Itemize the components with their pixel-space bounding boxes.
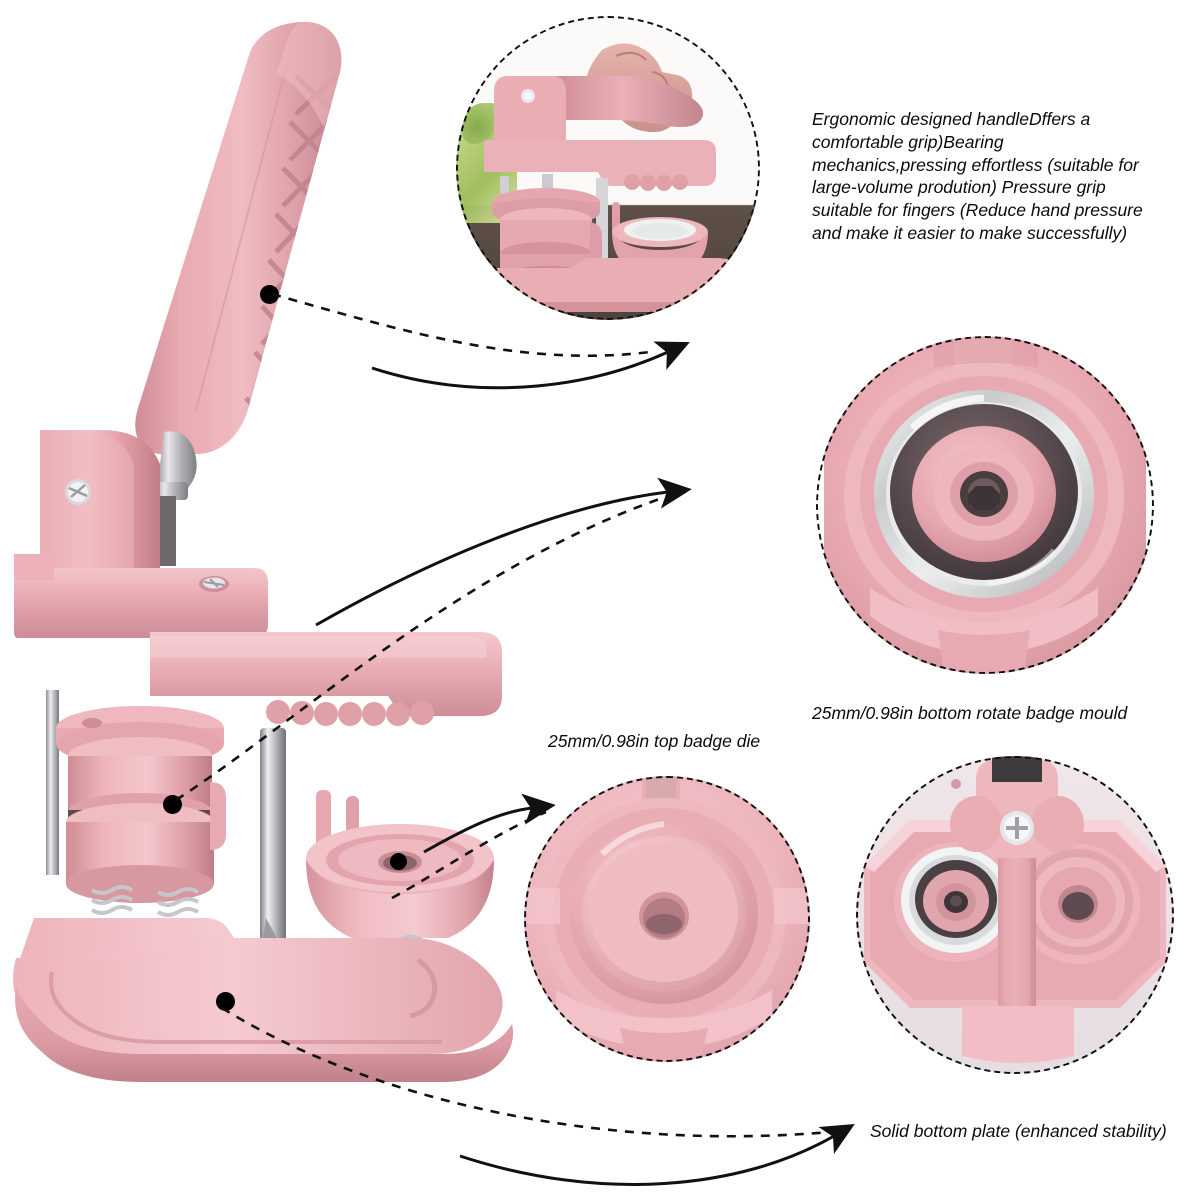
machine-pivot-head (14, 418, 274, 718)
inset-top-badge-die-macro (816, 336, 1154, 674)
callout-text-ergonomic-handle: Ergonomic designed handleDffers a comfor… (812, 109, 1148, 243)
callout-text-top-badge-die: 25mm/0.98in top badge die (548, 731, 761, 751)
top-badge-die-assembly (40, 690, 270, 960)
callout-text-bottom-rotate-badge-mould: 25mm/0.98in bottom rotate badge mould (812, 703, 1128, 723)
inset-hand-pressing-handle (456, 16, 760, 320)
solid-bottom-plate (8, 900, 538, 1100)
callout-text-solid-bottom-plate: Solid bottom plate (enhanced stability) (870, 1121, 1167, 1141)
marker-dot-handle (260, 285, 279, 304)
marker-dot-bottom-mould (390, 853, 407, 870)
marker-dot-top-badge-die (163, 795, 182, 814)
marker-dot-bottom-plate (216, 992, 235, 1011)
machine-handle (100, 10, 370, 480)
inset-base-plate-top-view (856, 756, 1174, 1074)
inset-bottom-mould-macro (524, 776, 810, 1062)
